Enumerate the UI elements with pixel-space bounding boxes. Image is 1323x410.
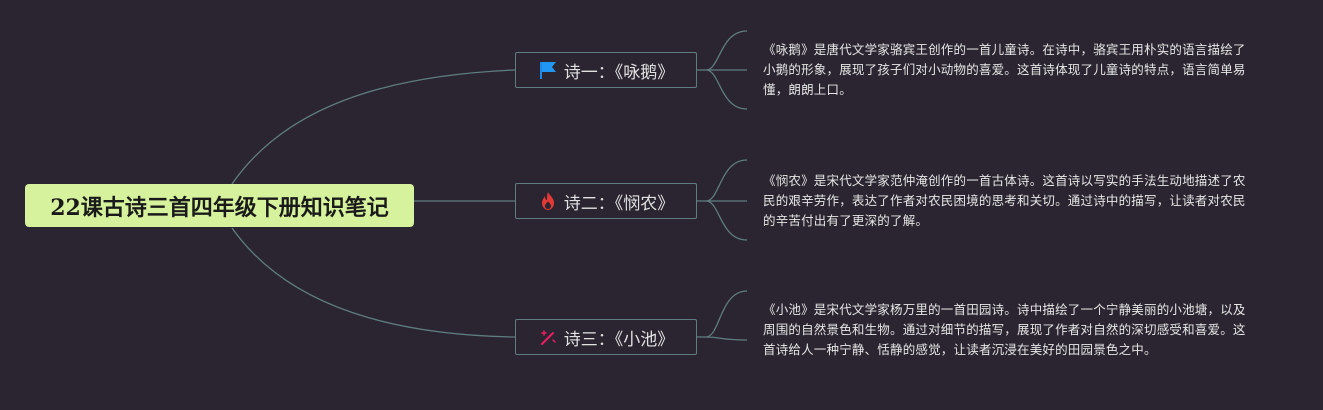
branch-poem-2-label: 诗二：《悯农》 bbox=[563, 193, 675, 214]
root-topic-label: 22课古诗三首四年级下册知识笔记 bbox=[50, 194, 389, 221]
note-poem-1: 《咏鹅》是唐代文学家骆宾王创作的一首儿童诗。在诗中，骆宾王用朴实的语言描绘了小鹅… bbox=[763, 42, 1246, 97]
branch-poem-2[interactable]: 诗二：《悯农》 bbox=[515, 183, 697, 219]
branch-poem-1-label: 诗一：《咏鹅》 bbox=[563, 62, 675, 83]
flag-icon bbox=[538, 60, 558, 80]
note-poem-2: 《悯农》是宋代文学家范仲淹创作的一首古体诗。这首诗以写实的手法生动地描述了农民的… bbox=[763, 173, 1246, 228]
root-topic[interactable]: 22课古诗三首四年级下册知识笔记 bbox=[25, 184, 414, 227]
fire-icon bbox=[538, 191, 558, 211]
branch-poem-1[interactable]: 诗一：《咏鹅》 bbox=[515, 52, 697, 88]
connector-root-branch-3 bbox=[231, 227, 516, 338]
connector-root-branch-1 bbox=[231, 69, 516, 185]
branch-poem-3[interactable]: 诗三：《小池》 bbox=[515, 319, 697, 355]
magic-wand-icon bbox=[538, 327, 558, 347]
bracket-branch-2 bbox=[705, 159, 748, 241]
branch-poem-3-label: 诗三：《小池》 bbox=[563, 329, 675, 350]
bracket-branch-1 bbox=[705, 30, 748, 110]
note-poem-3: 《小池》是宋代文学家杨万里的一首田园诗。诗中描绘了一个宁静美丽的小池塘，以及周围… bbox=[763, 302, 1246, 357]
bracket-branch-3 bbox=[705, 290, 748, 341]
